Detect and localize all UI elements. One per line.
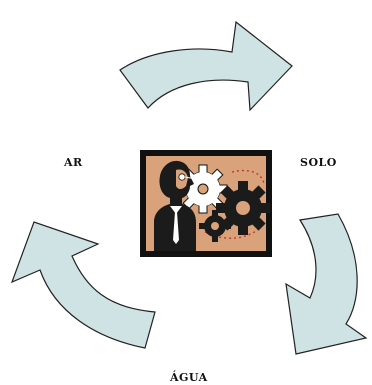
arrow-right-icon: [285, 213, 368, 355]
arrow-left-icon: [10, 221, 156, 349]
arrow-top-icon: [119, 20, 293, 112]
node-label-ar: AR: [64, 156, 83, 169]
center-picture-icon: [140, 150, 272, 257]
node-label-solo: SOLO: [300, 156, 337, 169]
node-label-agua: ÁGUA: [170, 371, 208, 384]
